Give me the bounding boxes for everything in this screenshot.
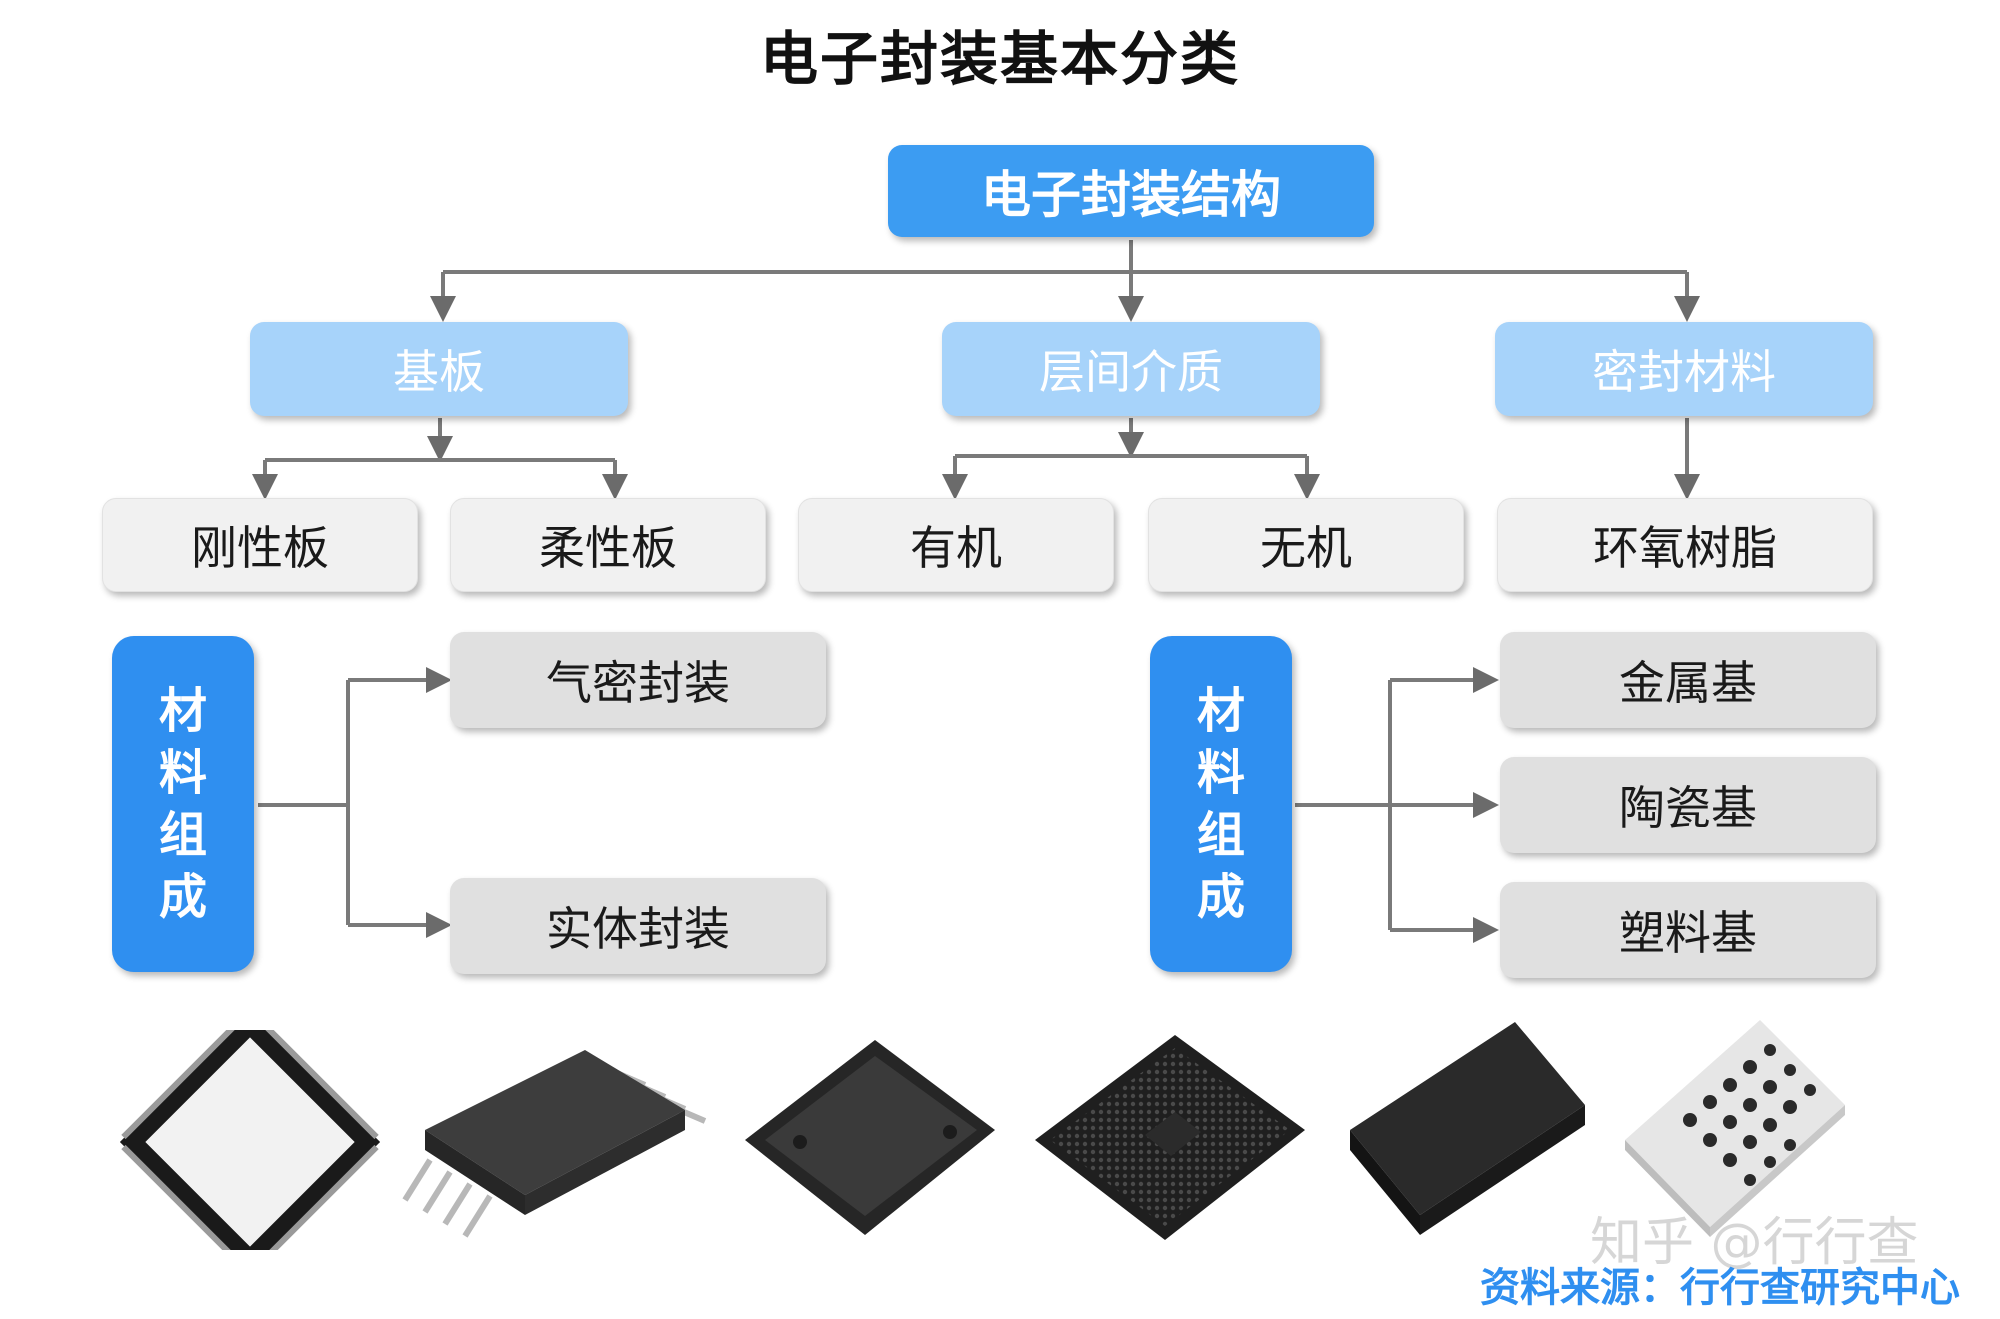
ssop-chip-icon: [402, 1050, 707, 1238]
node-sealing-material-label: 密封材料: [1592, 345, 1776, 399]
node-rigid-board: 刚性板: [102, 498, 418, 592]
qfp-chip-icon: [745, 1040, 995, 1235]
node-hermetic-package: 气密封装: [450, 632, 826, 728]
page-title: 电子封装基本分类: [759, 25, 1240, 93]
csp-chip-icon: [1350, 1022, 1585, 1235]
node-plastic-base: 塑料基: [1500, 882, 1876, 978]
material-char: 材: [158, 683, 207, 739]
node-inorganic-label: 无机: [1260, 521, 1352, 575]
node-organic: 有机: [798, 498, 1114, 592]
node-solid-package-label: 实体封装: [546, 902, 730, 956]
material-char: 成: [1196, 869, 1245, 925]
left-material-composition: 材 料 组 成: [112, 636, 254, 972]
node-epoxy-resin: 环氧树脂: [1497, 498, 1873, 592]
node-substrate: 基板: [250, 322, 628, 416]
material-char: 料: [1196, 745, 1245, 801]
node-rigid-board-label: 刚性板: [191, 521, 329, 575]
bga-chip-icon: [1035, 1035, 1305, 1240]
source-note: 资料来源：行行查研究中心: [1480, 1265, 1960, 1311]
node-sealing-material: 密封材料: [1495, 322, 1873, 416]
material-char: 材: [1196, 683, 1245, 739]
node-interlayer-dielectric-label: 层间介质: [1039, 345, 1223, 399]
material-char: 料: [158, 745, 207, 801]
material-char: 成: [158, 869, 207, 925]
node-metal-base: 金属基: [1500, 632, 1876, 728]
node-interlayer-dielectric: 层间介质: [942, 322, 1320, 416]
material-char: 组: [1196, 807, 1245, 863]
root-node-label: 电子封装结构: [981, 166, 1281, 224]
node-plastic-base-label: 塑料基: [1619, 906, 1757, 960]
node-hermetic-package-label: 气密封装: [546, 656, 730, 710]
node-flexible-board: 柔性板: [450, 498, 766, 592]
node-inorganic: 无机: [1148, 498, 1464, 592]
root-node: 电子封装结构: [888, 145, 1374, 237]
material-char: 组: [158, 807, 207, 863]
node-flexible-board-label: 柔性板: [539, 521, 677, 575]
node-substrate-label: 基板: [393, 345, 485, 399]
node-epoxy-resin-label: 环氧树脂: [1593, 521, 1777, 575]
watermark: 知乎 @行行查: [1590, 1213, 1919, 1273]
lga-chip-icon: [1625, 1020, 1845, 1237]
node-ceramic-base: 陶瓷基: [1500, 757, 1876, 853]
node-solid-package: 实体封装: [450, 878, 826, 974]
qfn-chip-icon: [120, 1030, 380, 1250]
node-ceramic-base-label: 陶瓷基: [1619, 781, 1757, 835]
right-material-composition: 材 料 组 成: [1150, 636, 1292, 972]
node-organic-label: 有机: [910, 521, 1002, 575]
node-metal-base-label: 金属基: [1619, 656, 1757, 710]
